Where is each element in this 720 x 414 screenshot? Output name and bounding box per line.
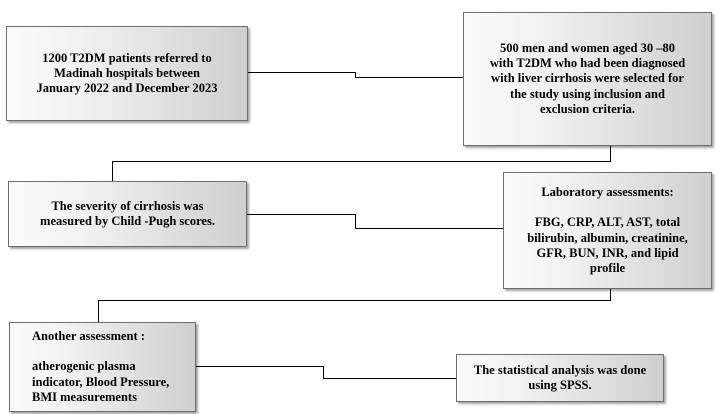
selected-participants-text: 500 men and women aged 30 –80 with T2DM … bbox=[489, 40, 686, 116]
edge-selected-to-severity-seg1 bbox=[610, 146, 611, 161]
another-assessment-text: Another assessment : atherogenic plasma … bbox=[32, 328, 170, 404]
patients-referred-text: 1200 T2DM patients referred to Madinah h… bbox=[36, 50, 218, 96]
edge-another-to-statistical-seg2 bbox=[323, 366, 324, 378]
edge-severity-to-laboratory-seg2 bbox=[355, 214, 356, 228]
edge-severity-to-laboratory-seg1 bbox=[247, 214, 355, 215]
edge-patients-to-selected-seg2 bbox=[355, 72, 356, 77]
edge-patients-to-selected-seg1 bbox=[247, 72, 355, 73]
edge-another-to-statistical-seg1 bbox=[196, 366, 323, 367]
edge-patients-to-selected-seg3 bbox=[355, 77, 464, 78]
edge-another-to-statistical-seg3 bbox=[323, 378, 456, 379]
edge-selected-to-severity-seg2 bbox=[112, 161, 611, 162]
edge-laboratory-to-another-seg1 bbox=[610, 289, 611, 300]
laboratory-assessments-text: Laboratory assessments: FBG, CRP, ALT, A… bbox=[527, 184, 688, 275]
statistical-analysis-text: The statistical analysis was done using … bbox=[473, 362, 647, 392]
severity-cirrhosis-text: The severity of cirrhosis was measured b… bbox=[40, 198, 215, 228]
severity-cirrhosis-box: The severity of cirrhosis was measured b… bbox=[8, 181, 247, 247]
edge-laboratory-to-another-seg3 bbox=[98, 300, 99, 322]
patients-referred-box: 1200 T2DM patients referred to Madinah h… bbox=[6, 26, 248, 121]
statistical-analysis-box: The statistical analysis was done using … bbox=[456, 354, 664, 402]
selected-participants-box: 500 men and women aged 30 –80 with T2DM … bbox=[463, 12, 712, 146]
edge-laboratory-to-another-seg2 bbox=[98, 300, 611, 301]
another-assessment-box: Another assessment : atherogenic plasma … bbox=[9, 322, 196, 412]
edge-severity-to-laboratory-seg3 bbox=[355, 228, 503, 229]
laboratory-assessments-box: Laboratory assessments: FBG, CRP, ALT, A… bbox=[503, 172, 712, 289]
edge-selected-to-severity-seg3 bbox=[112, 161, 113, 181]
